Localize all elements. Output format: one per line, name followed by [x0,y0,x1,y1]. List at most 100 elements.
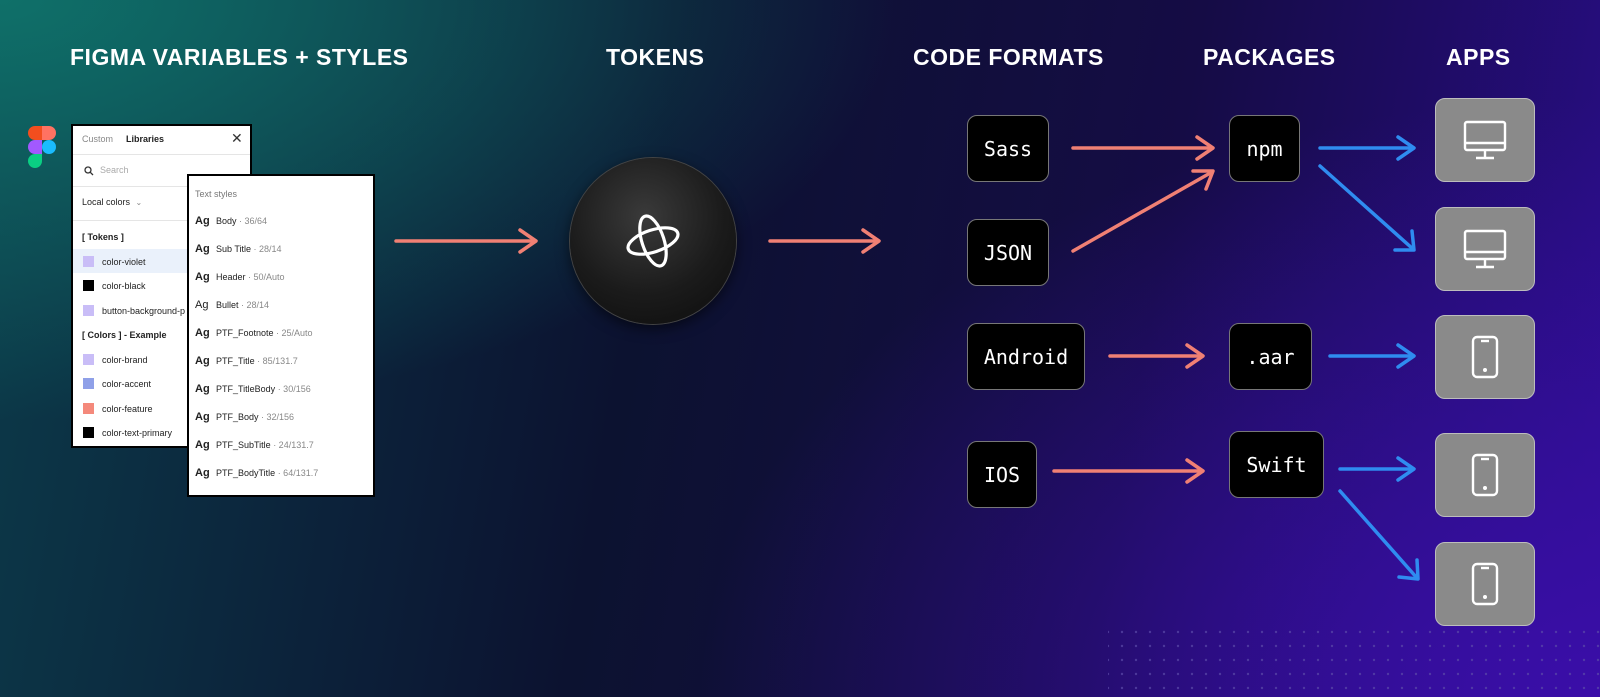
color-list-item[interactable]: color-brand [83,354,148,365]
text-style-spec: · 24/131.7 [270,440,314,450]
color-list-item[interactable]: color-accent [83,378,151,389]
code-format-json: JSON [967,219,1049,286]
panel-divider [73,220,250,221]
arrow [768,228,881,254]
color-label: button-background-p [102,305,186,316]
app-tile-mobile [1435,433,1535,517]
arrow [1338,456,1416,482]
color-label: color-violet [102,256,146,267]
color-swatch [83,256,94,267]
arrow [1071,169,1215,253]
panel-divider [73,186,250,187]
color-label: color-accent [102,378,152,389]
text-style-name: Body [216,216,237,226]
text-style-item[interactable]: Ag Sub Title · 28/14 [195,243,282,255]
text-style-spec: · 28/14 [238,300,270,310]
app-tile-mobile [1435,315,1535,399]
arrow [1071,135,1215,161]
text-style-spec: · 50/Auto [245,272,285,282]
arrow [1052,458,1205,484]
desktop-icon [1463,229,1507,269]
tab-custom[interactable]: Custom [82,134,114,144]
search-icon [84,166,94,176]
arrow [1318,135,1416,161]
color-list-item[interactable]: color-feature [83,403,153,414]
ag-glyph-icon: Ag [195,215,210,227]
arrow [1318,164,1416,252]
arrow [1328,343,1416,369]
mobile-icon [1471,453,1499,497]
local-colors-dropdown[interactable]: Local colors ⌄ [82,197,143,207]
heading-packages: PACKAGES [1203,44,1336,70]
text-style-spec: · 28/14 [251,244,282,254]
text-style-item[interactable]: Ag Bullet · 28/14 [195,299,269,311]
arrow [1338,489,1420,581]
text-style-name: Sub Title [216,244,252,254]
color-swatch [83,403,94,414]
package-swift: Swift [1229,431,1324,498]
color-list-item[interactable]: color-violet [83,256,146,267]
search-input[interactable]: Search [100,165,129,175]
ag-glyph-icon: Ag [195,467,210,479]
color-label: color-brand [102,354,148,365]
package-npm: npm [1229,115,1300,182]
mobile-icon [1471,335,1499,379]
figma-logo-icon [28,126,56,168]
color-label: color-text-primary [102,427,173,438]
app-tile-mobile [1435,542,1535,626]
code-format-sass: Sass [967,115,1049,182]
text-style-spec: · 25/Auto [273,328,313,338]
ag-glyph-icon: Ag [195,327,210,339]
close-icon[interactable]: ✕ [231,130,243,146]
group-tokens-label: [ Tokens ] [82,232,124,242]
color-list-item[interactable]: color-text-primary [83,427,172,438]
text-style-name: PTF_BodyTitle [216,468,276,478]
color-list-item[interactable]: button-background-p [83,305,185,316]
mobile-icon [1471,562,1499,606]
dot-grid-decoration [1108,628,1600,697]
desktop-icon [1463,120,1507,160]
ag-glyph-icon: Ag [195,243,210,255]
package-aar: .aar [1229,323,1312,390]
text-style-spec: · 85/131.7 [254,356,298,366]
tab-libraries[interactable]: Libraries [126,134,165,144]
tokens-node [570,158,736,324]
app-tile-desktop [1435,207,1535,291]
color-swatch [83,305,94,316]
text-style-spec: · 32/156 [258,412,295,422]
ag-glyph-icon: Ag [195,271,210,283]
ag-glyph-icon: Ag [195,299,209,311]
color-swatch [83,280,94,291]
color-swatch [83,378,94,389]
group-colors-label: [ Colors ] - Example [82,330,167,340]
chevron-down-icon: ⌄ [135,198,143,207]
color-label: color-feature [102,403,153,414]
heading-tokens: TOKENS [606,44,705,70]
text-style-spec: · 30/156 [275,384,311,394]
ag-glyph-icon: Ag [195,439,210,451]
color-list-item[interactable]: color-black [83,280,146,291]
tokens-studio-icon [626,214,680,268]
text-style-item[interactable]: Ag PTF_Footnote · 25/Auto [195,327,313,339]
heading-code-formats: CODE FORMATS [913,44,1104,70]
text-style-name: Header [216,272,246,282]
text-style-name: Bullet [216,300,239,310]
text-style-name: PTF_Footnote [216,328,274,338]
arrow [1108,343,1205,369]
color-swatch [83,354,94,365]
ag-glyph-icon: Ag [195,411,210,423]
app-tile-desktop [1435,98,1535,182]
arrow [394,228,538,254]
text-style-name: PTF_Title [216,356,255,366]
text-styles-title: Text styles [195,189,238,199]
code-format-android: Android [967,323,1085,390]
text-style-item[interactable]: Ag Header · 50/Auto [195,271,285,283]
